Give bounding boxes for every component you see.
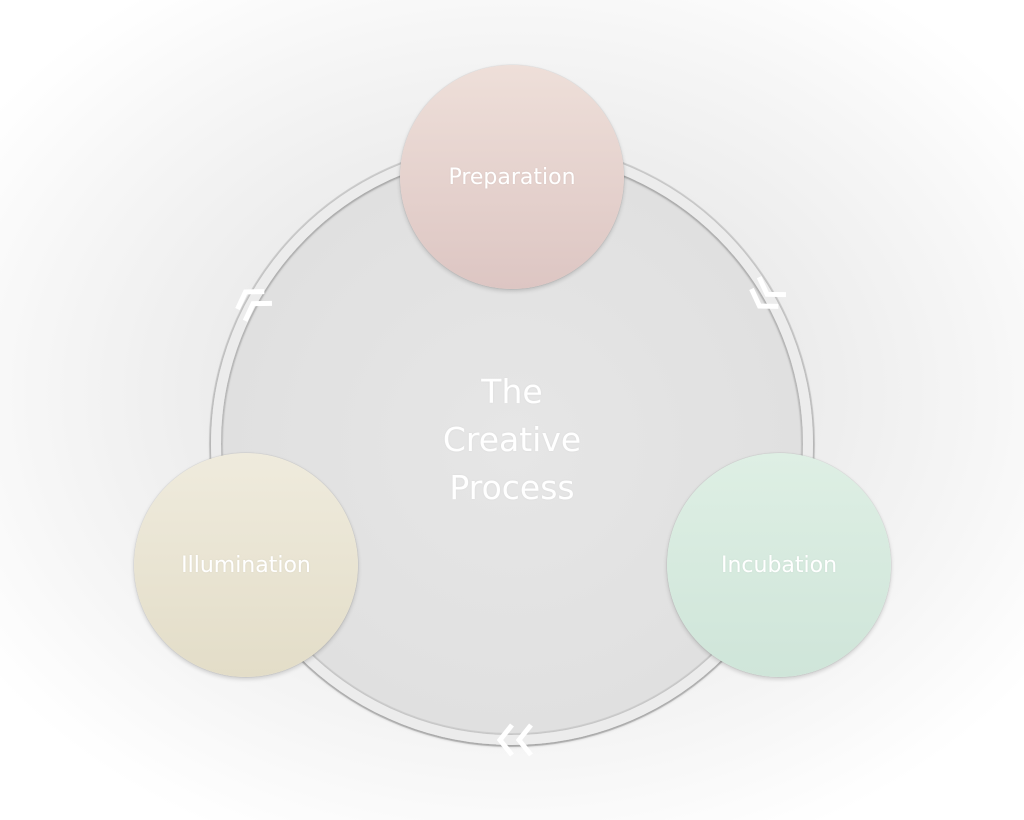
diagram-title-line-3: Process bbox=[449, 468, 575, 507]
stage-incubation: Incubation bbox=[667, 453, 891, 677]
stage-illumination: Illumination bbox=[134, 453, 358, 677]
double-chevron-icon bbox=[496, 723, 533, 757]
stage-incubation-label: Incubation bbox=[720, 552, 838, 578]
cycle-inner-disc bbox=[216, 148, 808, 740]
stage-illumination-label: Illumination bbox=[181, 552, 311, 578]
double-chevron-icon bbox=[235, 289, 272, 322]
arrow-preparation-to-incubation bbox=[749, 276, 786, 309]
diagram-title-line-1: The bbox=[481, 372, 543, 411]
stage-preparation: Preparation bbox=[400, 65, 624, 289]
diagram-title: The Creative Process bbox=[392, 368, 632, 512]
stage-preparation-label: Preparation bbox=[448, 164, 576, 190]
diagram-title-line-2: Creative bbox=[442, 420, 582, 459]
arrow-incubation-to-illumination bbox=[496, 723, 533, 757]
double-chevron-icon bbox=[749, 276, 786, 309]
arrow-illumination-to-preparation bbox=[235, 289, 272, 322]
